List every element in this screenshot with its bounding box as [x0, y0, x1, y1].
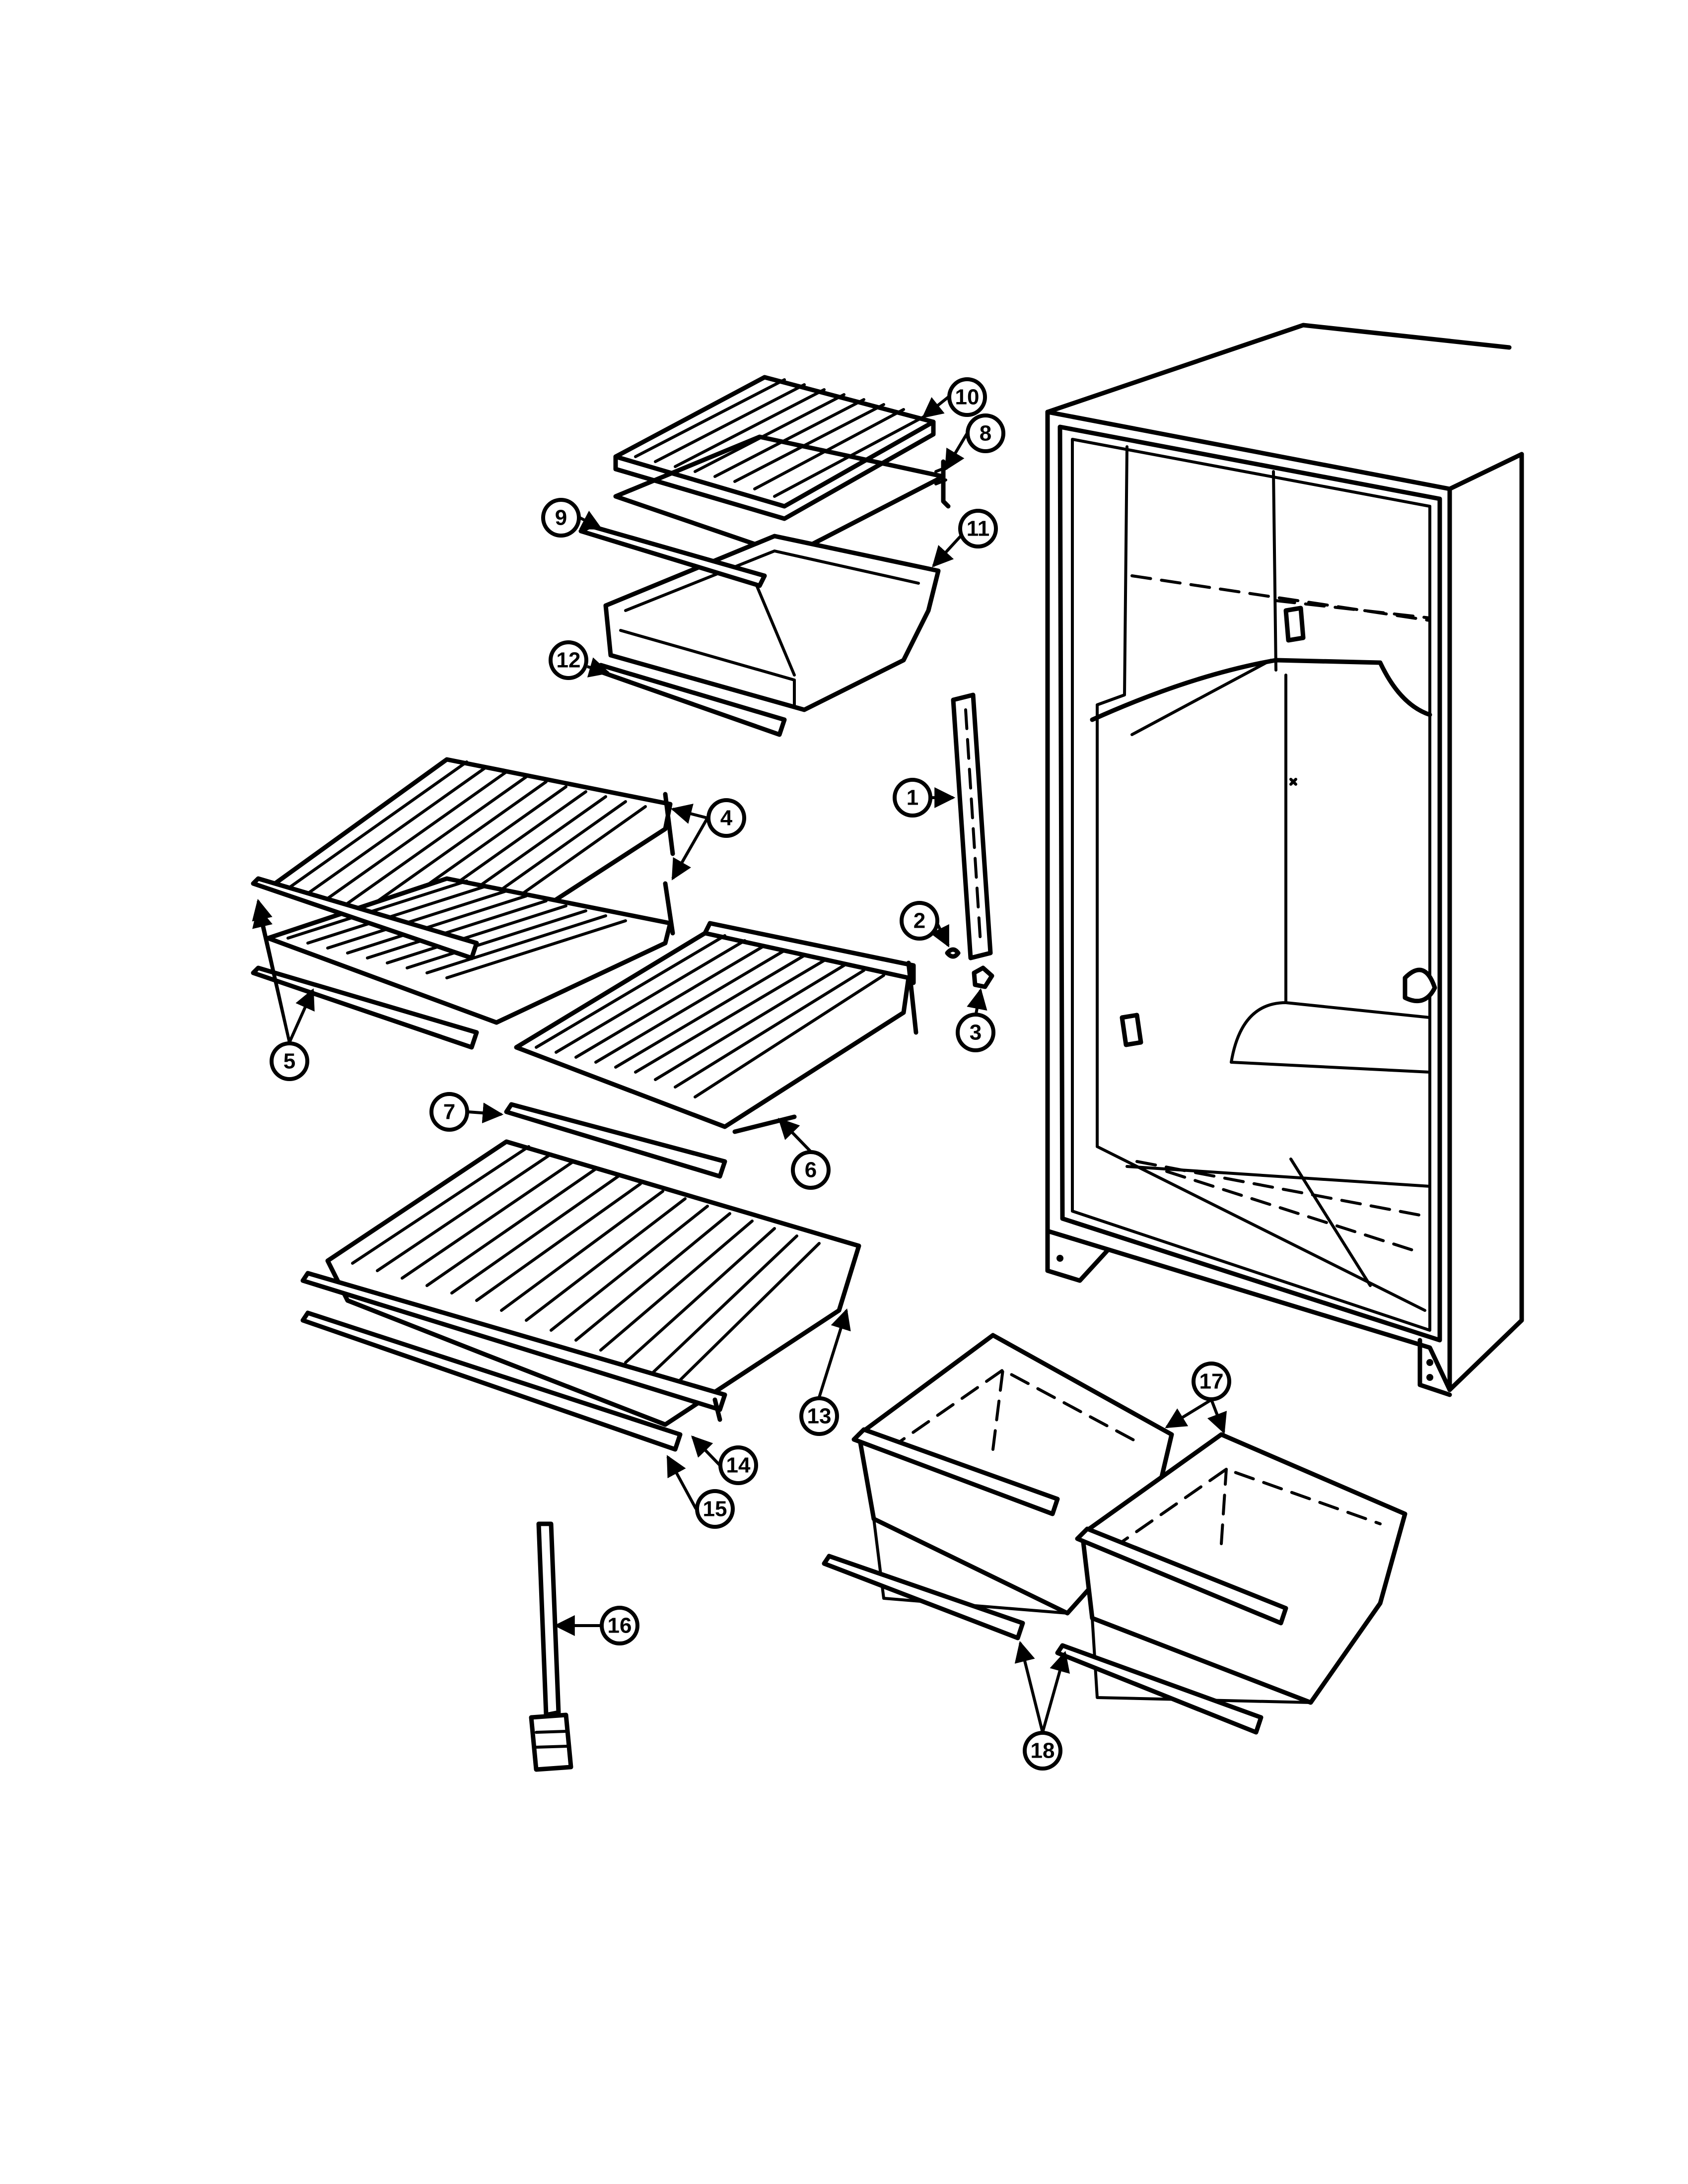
- svg-text:6: 6: [805, 1158, 817, 1182]
- svg-text:1: 1: [907, 786, 918, 810]
- svg-text:9: 9: [555, 506, 567, 530]
- svg-text:4: 4: [720, 806, 733, 830]
- svg-text:3: 3: [970, 1021, 982, 1045]
- callout-5: 5: [270, 1041, 309, 1081]
- callout-4: 4: [706, 798, 746, 838]
- callout-13: 13: [799, 1396, 839, 1436]
- callout-1: 1: [893, 778, 932, 818]
- callout-16: 16: [600, 1606, 639, 1645]
- svg-text:18: 18: [1031, 1739, 1055, 1763]
- callout-9: 9: [541, 498, 581, 538]
- svg-text:8: 8: [980, 421, 991, 446]
- svg-text:17: 17: [1199, 1369, 1224, 1394]
- wire-shelves-upper: [251, 757, 675, 1050]
- callout-18: 18: [1023, 1731, 1062, 1771]
- wire-shelf-middle: [504, 921, 918, 1179]
- svg-text:7: 7: [443, 1100, 455, 1124]
- callout-14: 14: [718, 1445, 758, 1485]
- callout-10: 10: [947, 377, 987, 417]
- svg-text:16: 16: [608, 1614, 632, 1638]
- crisper-shelf-assembly: [578, 375, 951, 737]
- callout-15: 15: [695, 1489, 735, 1529]
- leader-lines: [252, 396, 1227, 1733]
- callout-7: 7: [429, 1092, 469, 1132]
- svg-text:10: 10: [955, 385, 980, 410]
- svg-text:2: 2: [914, 909, 925, 933]
- shelf-support-parts: [945, 692, 994, 989]
- svg-text:12: 12: [557, 648, 581, 673]
- svg-text:11: 11: [967, 517, 990, 541]
- svg-text:13: 13: [807, 1404, 832, 1429]
- svg-text:5: 5: [283, 1049, 295, 1074]
- callout-2: 2: [900, 901, 939, 941]
- refrigerator-cabinet: [1045, 323, 1524, 1397]
- svg-text:14: 14: [726, 1453, 751, 1478]
- callout-3: 3: [956, 1013, 995, 1052]
- callout-6: 6: [791, 1150, 831, 1190]
- door-support-rod: [529, 1521, 573, 1772]
- callout-17: 17: [1192, 1362, 1231, 1401]
- callout-11: 11: [958, 509, 998, 548]
- crisper-drawers: [822, 1333, 1407, 1735]
- svg-text:15: 15: [703, 1497, 727, 1521]
- callout-12: 12: [549, 640, 588, 680]
- large-shelf-assembly: [300, 1139, 861, 1452]
- callout-8: 8: [966, 413, 1005, 453]
